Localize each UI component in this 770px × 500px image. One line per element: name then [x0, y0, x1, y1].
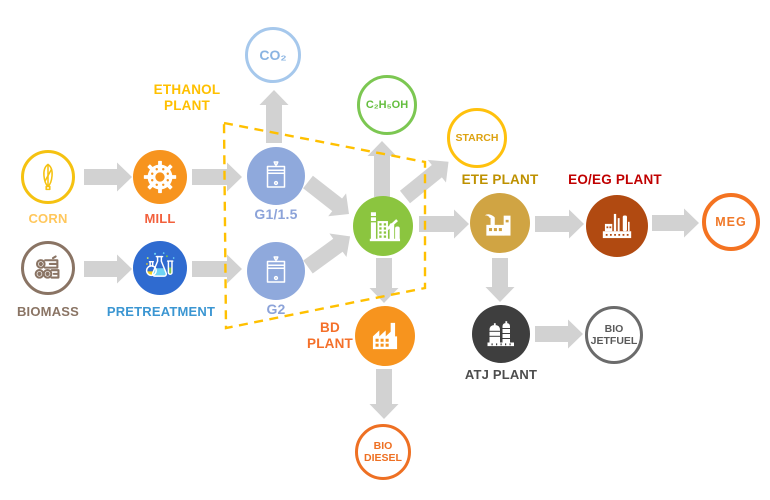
pretreatment-label: PRETREATMENT — [106, 304, 216, 319]
bio-diesel-text: BIO DIESEL — [364, 440, 402, 464]
co2-node: CO₂ — [245, 27, 301, 83]
mill-gear-icon — [143, 160, 177, 194]
eoeg-plant-node — [586, 195, 648, 257]
arrow-atj-to-jetfuel — [535, 319, 583, 349]
bd-plant-label-line1: BD — [320, 320, 340, 335]
bio-diesel-line1: BIO — [373, 439, 393, 452]
arrow-eoeg-to-meg — [652, 208, 699, 238]
corn-node — [21, 150, 75, 204]
arrow-mill-to-g1 — [192, 162, 242, 192]
bio-diesel-line2: DIESEL — [364, 452, 402, 464]
g1-label: G1/1.5 — [254, 206, 298, 222]
arrow-bd-to-biodiesel — [369, 369, 399, 419]
pretreatment-node — [133, 241, 187, 295]
atj-plant-label: ATJ PLANT — [464, 367, 538, 382]
g1-fermenter-node — [247, 147, 305, 205]
ethanol-plant-label: ETHANOL PLANT — [127, 82, 247, 115]
arrow-ete-to-atj — [485, 258, 515, 302]
ete-factory-icon — [484, 214, 511, 236]
meg-text: MEG — [715, 214, 747, 229]
bd-plant-label-line2: PLANT — [307, 336, 353, 352]
ete-plant-node — [470, 193, 530, 253]
arrow-ethanol-factory-to-bd — [369, 258, 399, 303]
biomass-node — [21, 241, 75, 295]
ete-plant-label: ETE PLANT — [461, 172, 539, 187]
starch-node: STARCH — [447, 108, 507, 168]
c2h5oh-node: C₂H₅OH — [357, 75, 417, 135]
bio-jetfuel-node: BIO JETFUEL — [585, 306, 643, 364]
bio-diesel-node: BIO DIESEL — [355, 424, 411, 480]
ethanol-plant-label-line2: PLANT — [164, 98, 210, 114]
co2-text: CO₂ — [259, 46, 287, 63]
biomass-label: BIOMASS — [16, 304, 80, 319]
bd-plant-label: BD PLANT — [290, 320, 370, 353]
fermenter-tank-icon — [266, 161, 286, 188]
bio-jetfuel-line1: BIO — [604, 322, 624, 335]
eoeg-refinery-icon — [602, 213, 632, 239]
ethanol-plant-label-line1: ETHANOL — [153, 82, 221, 97]
g2-fermenter-node — [247, 242, 305, 300]
corn-label: CORN — [28, 211, 68, 226]
fermenter-tank-icon — [266, 256, 286, 283]
arrow-ete-to-eoeg — [535, 209, 584, 239]
flasks-icon — [145, 252, 175, 277]
mill-node — [133, 150, 187, 204]
corn-icon — [43, 163, 53, 191]
arrow-g2-to-ethanol-factory — [303, 233, 351, 274]
g2-label: G2 — [266, 301, 286, 317]
arrow-corn-to-mill — [84, 162, 132, 192]
arrow-biomass-to-pretreatment — [84, 254, 132, 284]
bd-factory-icon — [372, 322, 398, 350]
meg-node: MEG — [702, 193, 760, 251]
arrow-ethanol-factory-to-c2h5oh — [367, 141, 397, 197]
mill-label: MILL — [144, 211, 176, 226]
arrow-pretreatment-to-g2 — [192, 254, 242, 284]
biomass-logs-icon — [34, 255, 60, 279]
atj-tanks-icon — [487, 321, 514, 347]
ethanol-plant-boundary — [222, 121, 427, 330]
atj-plant-node — [472, 305, 530, 363]
ethanol-factory-node — [353, 196, 413, 256]
bd-plant-node — [355, 306, 415, 366]
c2h5oh-text: C₂H₅OH — [365, 98, 409, 111]
bio-jetfuel-line2: JETFUEL — [590, 335, 638, 347]
bio-jetfuel-text: BIO JETFUEL — [591, 323, 638, 347]
arrow-ethanol-factory-to-ete — [419, 209, 469, 239]
arrow-g1-to-ethanol-factory — [303, 175, 349, 217]
starch-text: STARCH — [455, 131, 499, 144]
green-factory-icon — [369, 212, 401, 242]
arrow-g1-to-co2 — [259, 90, 289, 143]
eoeg-plant-label: EO/EG PLANT — [568, 172, 662, 187]
